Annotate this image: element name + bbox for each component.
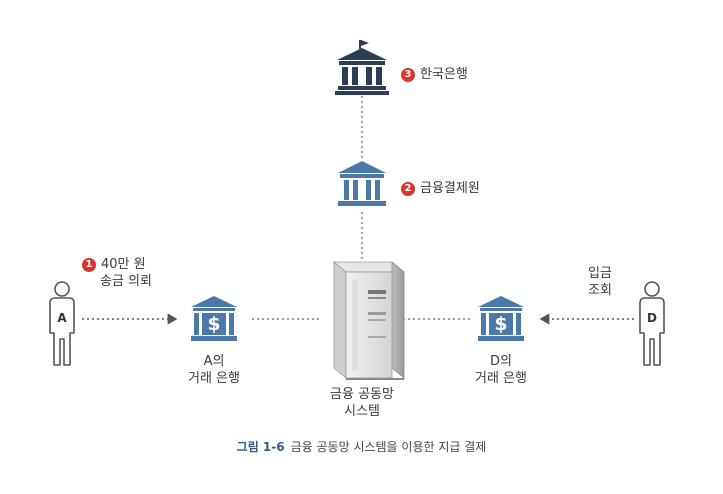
svg-text:$: $ — [207, 313, 220, 335]
deposit-check-line2: 조회 — [588, 283, 612, 298]
network-label: 금융 공동망 시스템 — [312, 386, 412, 420]
person-d-icon — [639, 281, 665, 366]
bank-d-icon: $ — [478, 296, 524, 341]
person-d-letter: D — [647, 311, 657, 325]
step-badge-2: 2 — [401, 182, 415, 196]
bank-of-korea-icon — [335, 40, 389, 95]
network-line1: 금융 공동망 — [330, 387, 394, 402]
step-badge-3: 3 — [401, 68, 415, 82]
bank-a-type: 거래 은행 — [188, 371, 240, 386]
bank-a-icon: $ — [191, 296, 237, 341]
person-a-icon — [49, 281, 75, 366]
bank-d-owner: D의 — [490, 354, 512, 369]
bank-d-type: 거래 은행 — [475, 371, 527, 386]
deposit-check-label: 입금 조회 — [580, 265, 620, 299]
figure-number: 그림 1-6 — [236, 440, 285, 454]
clearing-house-text: 금융결제원 — [420, 181, 480, 196]
bank-d-label: D의 거래 은행 — [463, 353, 539, 387]
figure-caption-text: 금융 공동망 시스템을 이용한 지급 결제 — [290, 440, 487, 454]
bank-a-label: A의 거래 은행 — [176, 353, 252, 387]
server-icon — [332, 261, 406, 380]
bank-of-korea-label: 3 한국은행 — [401, 66, 468, 83]
bank-a-owner: A의 — [203, 354, 225, 369]
person-a-letter: A — [57, 311, 67, 325]
request-amount: 40만 원 — [101, 257, 146, 272]
bank-of-korea-text: 한국은행 — [420, 67, 468, 82]
request-label: 1 40만 원 송금 의뢰 — [82, 256, 152, 290]
figure-caption: 그림 1-6 금융 공동망 시스템을 이용한 지급 결제 — [0, 438, 723, 455]
svg-text:$: $ — [494, 313, 507, 335]
clearing-house-icon — [338, 161, 386, 206]
deposit-check-line1: 입금 — [588, 266, 612, 281]
network-line2: 시스템 — [344, 404, 380, 419]
step-badge-1: 1 — [82, 258, 96, 272]
clearing-house-label: 2 금융결제원 — [401, 180, 480, 197]
request-action: 송금 의뢰 — [100, 274, 152, 289]
